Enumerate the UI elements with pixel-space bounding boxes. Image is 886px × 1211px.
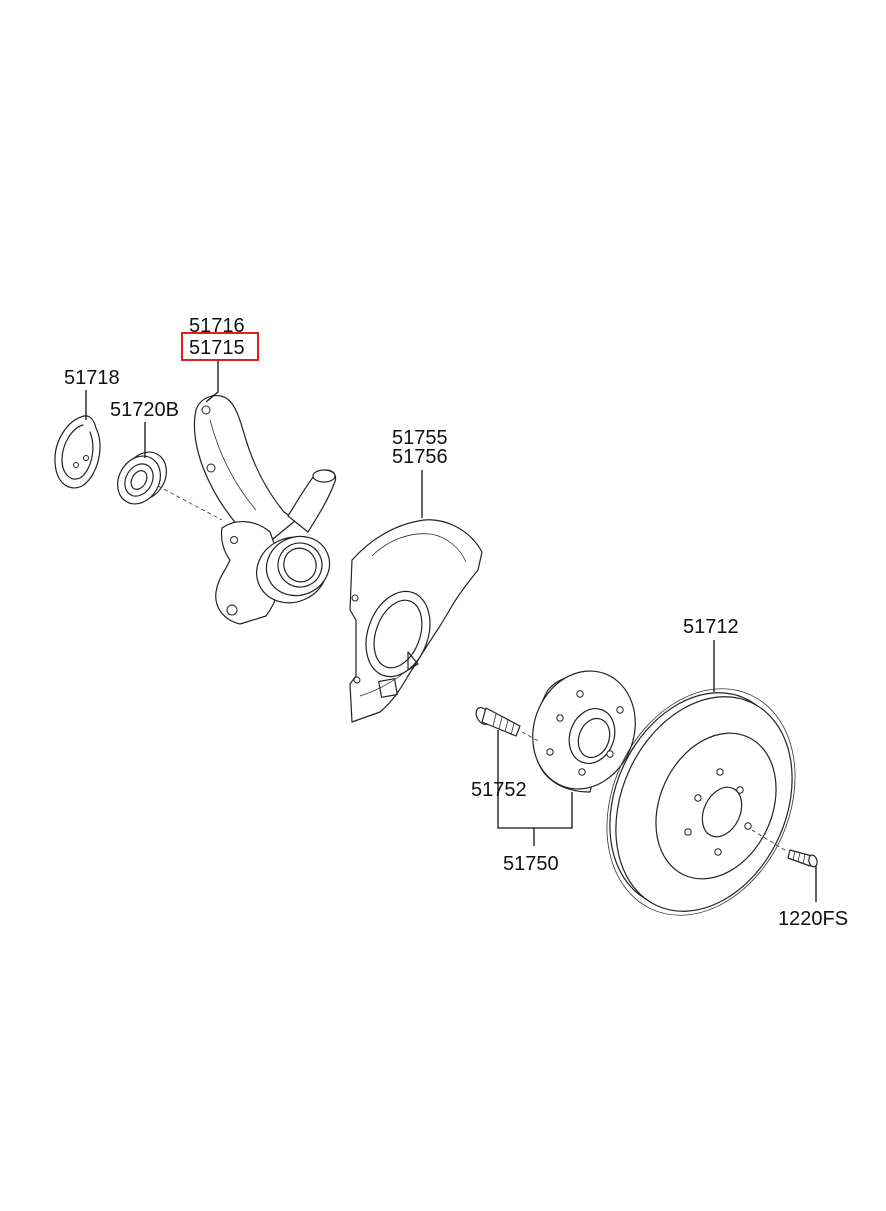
- leader-lines: [85, 360, 817, 902]
- label-51755[interactable]: 51755: [392, 427, 448, 449]
- label-51712[interactable]: 51712: [683, 616, 739, 638]
- steering-knuckle-51715[interactable]: [193, 395, 339, 625]
- label-51716[interactable]: 51716: [189, 315, 245, 337]
- dust-cover-51755[interactable]: [349, 519, 483, 723]
- label-51718[interactable]: 51718: [64, 367, 120, 389]
- snap-ring-51718[interactable]: [54, 415, 101, 489]
- bearing-51720B[interactable]: [109, 444, 175, 511]
- label-51715[interactable]: 51715: [189, 337, 245, 359]
- highlight-box-51715: [181, 332, 259, 361]
- hub-bolt-51752[interactable]: [473, 705, 521, 737]
- wheel-hub-51750[interactable]: [516, 657, 651, 804]
- label-51720B[interactable]: 51720B: [110, 399, 179, 421]
- label-51750[interactable]: 51750: [503, 853, 559, 875]
- brake-disc-51712[interactable]: [571, 658, 830, 946]
- label-51752[interactable]: 51752: [471, 779, 527, 801]
- label-1220FS[interactable]: 1220FS: [778, 908, 848, 930]
- screw-1220FS[interactable]: [787, 849, 818, 868]
- label-51756[interactable]: 51756: [392, 446, 448, 468]
